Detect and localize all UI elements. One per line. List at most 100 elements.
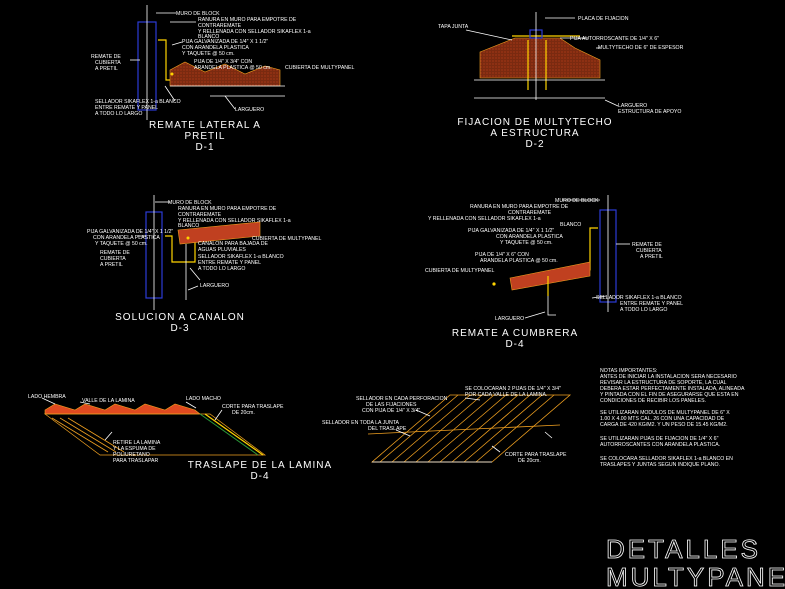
gutter-canalon <box>165 235 196 263</box>
d3-label-11: CUBIERTA DE MULTYPANEL <box>252 236 321 242</box>
d2-code: D-2 <box>525 139 544 150</box>
d3-label-13: AGUAS PLUVIALES <box>198 247 246 253</box>
d1-label-3: Y RELLENADA CON SELLADOR SIKAFLEX 1-a <box>198 29 311 35</box>
d5-label-6: Y LA ESPUMA DE <box>113 446 156 452</box>
d4-title: REMATE A CUMBRERA <box>452 328 578 339</box>
d4-code: D-4 <box>505 339 524 350</box>
d3-label-7: Y TAQUETE @ 50 cm. <box>95 241 148 247</box>
d3-label-0: MURO DE BLOCK <box>168 200 212 206</box>
d4-label-17: LARGUERO <box>495 316 524 322</box>
d5-code: D-4 <box>250 471 269 482</box>
d1-title-line2: PRETIL <box>184 131 225 142</box>
notes-line-6: SE UTILIZARAN MODULOS DE MULTYPANEL DE 6… <box>600 410 730 416</box>
d5-label-8: PARA TRASLAPAR <box>113 458 159 464</box>
d2-label-5: ESTRUCTURA DE APOYO <box>618 109 681 115</box>
d2-label-2: PIJA AUTORROSCANTE DE 1/4" X 6" <box>570 36 659 42</box>
d2-label-0: TAPA JUNTA <box>438 24 469 30</box>
detail-d1 <box>130 5 285 120</box>
multytecho-section <box>479 37 601 79</box>
d5-label-4: DE 20cm. <box>232 410 255 416</box>
d1-label-5: PIJA GALVANIZADA DE 1/4" X 1 1/2" <box>182 39 268 45</box>
d3-label-3: Y RELLENADA CON SELLADOR SIKAFLEX 1-a <box>178 218 291 224</box>
d3-title: SOLUCION A CANALON <box>115 312 245 323</box>
d4-label-16: A TODO LO LARGO <box>620 307 667 313</box>
d2-title-line2: A ESTRUCTURA <box>490 128 579 139</box>
d3-code: D-3 <box>170 323 189 334</box>
d6-label-5: SELLADOR EN TODA LA JUNTA <box>322 420 400 426</box>
d1-label-9: ARANDELA PLASTICA @ 50 cm. <box>194 65 272 71</box>
d1-label-13: A PRETIL <box>95 66 118 72</box>
detail-d3 <box>138 195 261 310</box>
d5-label-7: POLIURETANO <box>113 452 150 458</box>
d5-label-5: RETIRE LA LAMINA <box>113 440 161 446</box>
notes-line-1: REVISAR LA ESTRUCTURA DE SOPORTE, LA CUA… <box>600 380 727 386</box>
d2-label-4: LARGUERO <box>618 103 647 109</box>
d1-label-11: REMATE DE <box>91 54 121 60</box>
d1-label-12: CUBIERTA <box>95 60 121 66</box>
d3-label-17: LARGUERO <box>200 283 229 289</box>
d4-label-4: BLANCO <box>560 222 581 228</box>
d1-label-0: MURO DE BLOCK <box>176 11 220 17</box>
notes-line-8: CARGA DE 420 KG/M2. Y UN PESO DE 15.45 K… <box>600 422 728 428</box>
detail-d2 <box>465 12 619 107</box>
d3-label-8: REMATE DE <box>100 250 130 256</box>
detail-d5-overlap <box>41 397 267 456</box>
d1-label-6: CON ARANDELA PLASTICA <box>182 45 249 51</box>
notes-line-7: 1.00 X 4.00 MTS CAL. 26 CON UNA CAPACIDA… <box>600 416 725 422</box>
d3-label-2: CONTRAREMATE <box>178 212 222 218</box>
d6-label-4: CON PIJA DE 1/4" X 3/4" <box>362 408 420 414</box>
sheet-title-line1: DETALLES <box>606 534 761 564</box>
d6-label-1: POR CADA VALLE DE LA LAMINA. <box>465 392 547 398</box>
multypanel-section <box>177 221 261 245</box>
detail-d4 <box>492 195 630 319</box>
notes-line-0: ANTES DE INICIAR LA INSTALACION SERA NEC… <box>600 374 737 380</box>
d6-label-7: CORTE PARA TRASLAPE <box>505 452 567 458</box>
d1-label-1: RANURA EN MURO PARA EMPOTRE DE <box>198 17 297 23</box>
d6-label-6: DEL TRASLAPE <box>368 426 407 432</box>
d1-label-2: CONTRAREMATE <box>198 23 242 29</box>
d6-label-3: DE LAS FIJACIONES <box>366 402 417 408</box>
d1-label-10: CUBIERTA DE MULTYPANEL <box>285 65 354 71</box>
d1-label-17: LARGUERO <box>235 107 264 113</box>
notes-line-14: TRASLAPES Y JUNTAS SEGUN INDIQUE PLANO. <box>600 462 720 468</box>
d4-label-2: CONTRAREMATE <box>508 210 552 216</box>
d5-label-2: LADO MACHO <box>186 396 221 402</box>
d4-label-5: PIJA GALVANIZADA DE 1/4" X 1 1/2" <box>468 228 554 234</box>
notes-header: NOTAS IMPORTANTES: <box>600 368 657 374</box>
d4-label-1: RANURA EN MURO PARA EMPOTRE DE <box>470 204 569 210</box>
d4-label-8: PIJA DE 1/4" X 6" CON <box>475 252 529 258</box>
d3-label-6: CON ARANDELA PLASTICA <box>93 235 160 241</box>
d2-label-3: MULTYTECHO DE 6" DE ESPESOR <box>598 45 684 51</box>
d4-label-11: REMATE DE <box>632 242 662 248</box>
d1-title: REMATE LATERAL A <box>149 120 261 131</box>
d4-label-0: MURO DE BLOCK <box>555 198 599 204</box>
d3-label-4: BLANCO <box>178 223 199 229</box>
d1-code: D-1 <box>195 142 214 153</box>
d1-label-14: SELLADOR SIKAFLEX 1-a BLANCO <box>95 99 181 105</box>
d4-label-6: CON ARANDELA PLASTICA <box>496 234 563 240</box>
notes-line-3: Y PINTADA CON EL FIN DE ASEGURARSE QUE E… <box>600 392 739 398</box>
sheet-profile <box>44 403 201 415</box>
d6-label-0: SE COLOCARAN 2 PIJAS DE 1/4" X 3/4" <box>465 386 561 392</box>
d1-label-8: PIJA DE 1/4" X 3/4" CON <box>194 59 252 65</box>
notes-line-13: SE COLOCARA SELLADOR SIKAFLEX 1-a BLANCO… <box>600 456 733 462</box>
d5-label-3: CORTE PARA TRASLAPE <box>222 404 284 410</box>
d2-label-1: PLACA DE FIJACION <box>578 16 629 22</box>
d1-label-7: Y TAQUETE @ 50 cm. <box>182 51 235 57</box>
detail-d6-fixing <box>367 394 572 463</box>
d4-label-3: Y RELLENADA CON SELLADOR SIKAFLEX 1-a <box>428 216 541 222</box>
d1-label-4: BLANCO <box>198 34 219 40</box>
d5-label-0: LADO HEMBRA <box>28 394 66 400</box>
d4-label-7: Y TAQUETE @ 50 cm. <box>500 240 553 246</box>
d4-label-12: CUBIERTA <box>636 248 662 254</box>
d3-label-5: PIJA GALVANIZADA DE 1/4" X 1 1/2" <box>87 229 173 235</box>
d4-label-13: A PRETIL <box>640 254 663 260</box>
notes-block: NOTAS IMPORTANTES: ANTES DE INICIAR LA I… <box>600 368 745 468</box>
d2-title: FIJACION DE MULTYTECHO <box>457 117 612 128</box>
d3-label-9: CUBIERTA <box>100 256 126 262</box>
notes-line-10: SE UTILIZARAN PIJAS DE FIJACION DE 1/4" … <box>600 436 719 442</box>
d3-label-14: SELLADOR SIKAFLEX 1-a BLANCO <box>198 254 284 260</box>
d3-label-16: A TODO LO LARGO <box>198 266 245 272</box>
sheet-title-line2: MULTYPANEL <box>606 562 785 589</box>
